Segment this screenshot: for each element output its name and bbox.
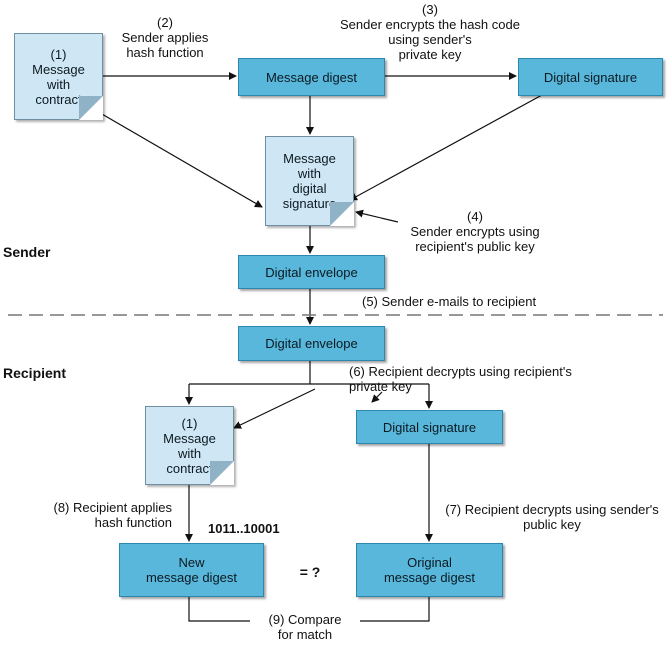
page-fold-icon	[330, 202, 354, 226]
arrow-envelope-to-doc	[233, 388, 316, 429]
step9-label: (9) Compare for match	[250, 612, 360, 642]
message-digest-box: Message digest	[238, 58, 385, 96]
step3-label: (3) Sender encrypts the hash code using …	[340, 2, 520, 62]
signed-doc-label: Message with digital signature	[282, 151, 337, 211]
digital-signature-box-top: Digital signature	[518, 58, 663, 96]
sender-section-label: Sender	[3, 244, 51, 260]
page-fold-icon	[79, 96, 103, 120]
step8-label: (8) Recipient applies hash function	[53, 500, 172, 530]
original-message-digest-box: Original message digest	[356, 543, 503, 597]
message-with-signature-doc: Message with digital signature	[265, 136, 354, 226]
hash-bits-label: 1011..10001	[208, 521, 280, 536]
arrow-signature-to-signed-message	[349, 94, 543, 201]
recipient-section-label: Recipient	[3, 365, 67, 381]
equals-question-label: = ?	[299, 564, 321, 580]
arrow-doc-to-signed-message	[94, 109, 263, 208]
doc-label: (1) Message with contract	[163, 415, 216, 476]
step6-label: (6) Recipient decrypts using recipient's…	[349, 364, 572, 394]
message-with-contract-doc: (1) Message with contract	[14, 33, 103, 120]
page-fold-icon	[210, 461, 234, 485]
digital-signature-box-bottom: Digital signature	[356, 410, 503, 444]
message-with-contract-doc-recipient: (1) Message with contract	[145, 406, 234, 485]
arrow-step6	[371, 391, 383, 403]
step2-label: (2) Sender applies hash function	[121, 15, 209, 60]
doc-label: (1) Message with contract	[32, 46, 85, 107]
digital-envelope-box-top: Digital envelope	[238, 255, 385, 289]
step7-label: (7) Recipient decrypts using sender's pu…	[445, 502, 659, 532]
new-message-digest-box: New message digest	[119, 543, 264, 597]
arrow-step4	[355, 209, 399, 223]
digital-envelope-box-bottom: Digital envelope	[238, 326, 385, 361]
step4-label: (4) Sender encrypts using recipient's pu…	[410, 209, 540, 254]
step5-label: (5) Sender e-mails to recipient	[362, 294, 537, 309]
